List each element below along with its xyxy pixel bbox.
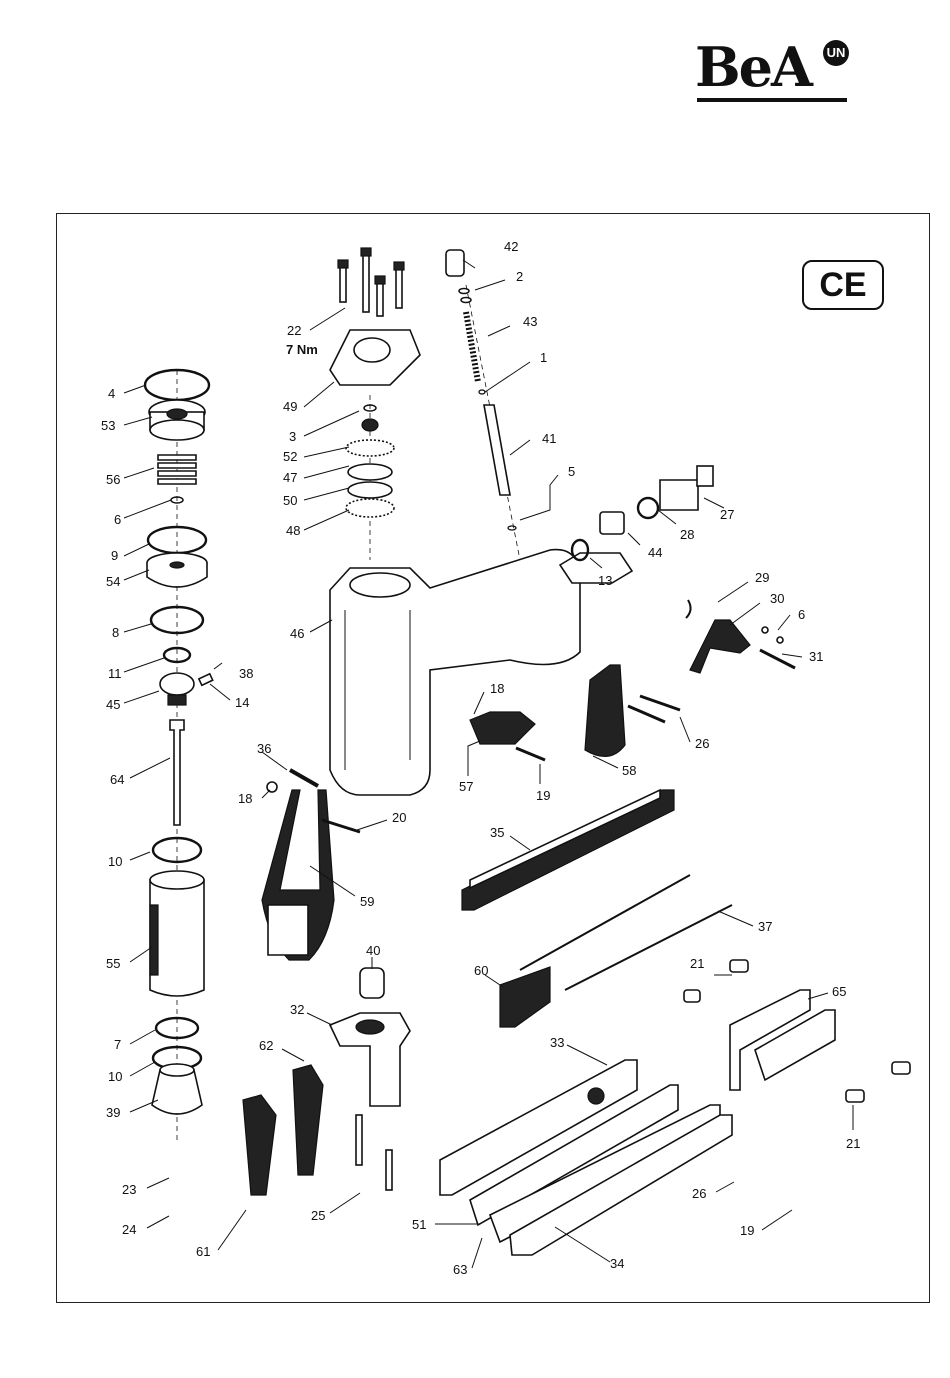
callout-40: 40 — [366, 943, 380, 958]
callout-19: 19 — [536, 788, 550, 803]
torque-note: 7 Nm — [286, 342, 318, 357]
callout-20: 20 — [392, 810, 406, 825]
callout-53: 53 — [101, 418, 115, 433]
callout-14: 14 — [235, 695, 249, 710]
callout-52: 52 — [283, 449, 297, 464]
callout-37: 37 — [758, 919, 772, 934]
callout-42: 42 — [504, 239, 518, 254]
callout-51: 51 — [412, 1217, 426, 1232]
callout-10-lower: 10 — [108, 1069, 122, 1084]
callout-labels: 7 Nm 42 2 43 1 41 5 27 28 44 13 29 30 6 … — [101, 239, 860, 1277]
callout-61: 61 — [196, 1244, 210, 1259]
callout-60: 60 — [474, 963, 488, 978]
callout-45: 45 — [106, 697, 120, 712]
callout-13: 13 — [598, 573, 612, 588]
callout-26-lower: 26 — [692, 1186, 706, 1201]
callout-55: 55 — [106, 956, 120, 971]
callout-22: 22 — [287, 323, 301, 338]
callout-8: 8 — [112, 625, 119, 640]
callout-31: 31 — [809, 649, 823, 664]
callout-23: 23 — [122, 1182, 136, 1197]
callout-3: 3 — [289, 429, 296, 444]
callout-44: 44 — [648, 545, 662, 560]
callout-28: 28 — [680, 527, 694, 542]
callout-21-lower: 21 — [846, 1136, 860, 1151]
callout-9: 9 — [111, 548, 118, 563]
callout-7: 7 — [114, 1037, 121, 1052]
callout-38: 38 — [239, 666, 253, 681]
callout-57: 57 — [459, 779, 473, 794]
callout-50: 50 — [283, 493, 297, 508]
callout-46: 46 — [290, 626, 304, 641]
callout-54: 54 — [106, 574, 120, 589]
callout-24: 24 — [122, 1222, 136, 1237]
callout-41: 41 — [542, 431, 556, 446]
callout-43: 43 — [523, 314, 537, 329]
callout-19-lower: 19 — [740, 1223, 754, 1238]
callout-32: 32 — [290, 1002, 304, 1017]
guide-parts — [262, 770, 360, 960]
callout-64: 64 — [110, 772, 124, 787]
callout-18: 18 — [490, 681, 504, 696]
callout-6: 6 — [114, 512, 121, 527]
nose-parts — [243, 968, 410, 1195]
callout-65: 65 — [832, 984, 846, 999]
callout-49: 49 — [283, 399, 297, 414]
cap-assembly-parts — [330, 248, 420, 560]
callout-26: 26 — [695, 736, 709, 751]
callout-62: 62 — [259, 1038, 273, 1053]
callout-21: 21 — [690, 956, 704, 971]
callout-30: 30 — [770, 591, 784, 606]
callout-10: 10 — [108, 854, 122, 869]
callout-39: 39 — [106, 1105, 120, 1120]
callout-36: 36 — [257, 741, 271, 756]
callout-56: 56 — [106, 472, 120, 487]
left-stack-parts — [145, 370, 222, 1140]
callout-18-guide: 18 — [238, 791, 252, 806]
callout-6-trigger: 6 — [798, 607, 805, 622]
callout-35: 35 — [490, 825, 504, 840]
callout-27: 27 — [720, 507, 734, 522]
callout-5: 5 — [568, 464, 575, 479]
callout-48: 48 — [286, 523, 300, 538]
callout-33: 33 — [550, 1035, 564, 1050]
callout-2: 2 — [516, 269, 523, 284]
callout-1: 1 — [540, 350, 547, 365]
callout-59: 59 — [360, 894, 374, 909]
trigger-valve-parts — [446, 250, 520, 560]
callout-11: 11 — [108, 666, 122, 681]
callout-4: 4 — [108, 386, 115, 401]
callout-25: 25 — [311, 1208, 325, 1223]
callout-63: 63 — [453, 1262, 467, 1277]
callout-58: 58 — [622, 763, 636, 778]
tool-body-part — [330, 466, 713, 795]
callout-29: 29 — [755, 570, 769, 585]
callout-47: 47 — [283, 470, 297, 485]
callout-34: 34 — [610, 1256, 624, 1271]
